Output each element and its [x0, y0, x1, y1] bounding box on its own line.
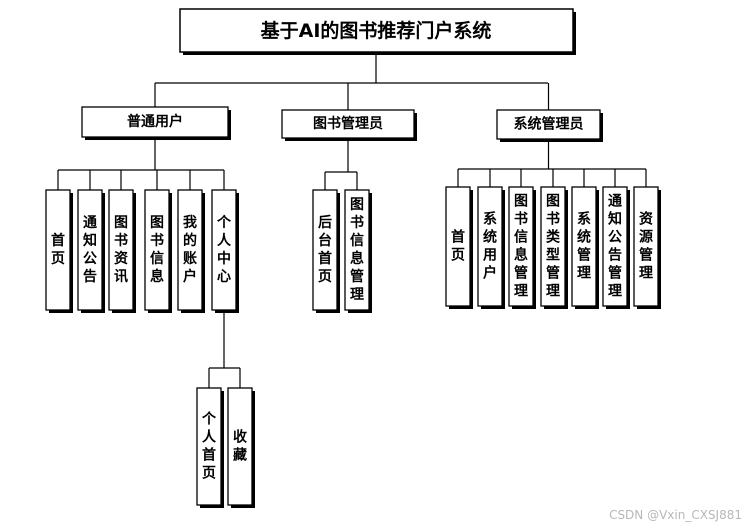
module-label-2-6: 资源管理	[639, 211, 653, 282]
module-box-2-4: 系统管理	[571, 186, 599, 309]
module-box-1-0: 后台首页	[312, 189, 340, 313]
module-box-0-5: 个人中心	[211, 189, 239, 313]
module-label-1-0: 后台首页	[318, 214, 332, 285]
sub-module-box-1: 收藏	[227, 387, 255, 508]
diagram-title: 基于AI的图书推荐门户系统	[260, 19, 492, 42]
sub-module-label-0: 个人首页	[201, 411, 217, 482]
module-label-2-2: 图书信息管理	[514, 194, 528, 300]
module-label-0-1: 通知公告	[83, 215, 97, 285]
role-label-1: 图书管理员	[313, 115, 383, 132]
role-box-1: 图书管理员	[281, 109, 417, 141]
sub-module-box-0: 个人首页	[196, 387, 224, 508]
module-box-2-0: 首页	[445, 186, 473, 309]
module-label-0-2: 图书资讯	[114, 215, 128, 285]
module-box-0-3: 图书信息	[144, 189, 172, 313]
module-label-2-1: 系统用户	[483, 211, 497, 282]
module-label-1-1: 图书信息管理	[350, 197, 364, 303]
module-box-2-3: 图书类型管理	[540, 186, 568, 309]
module-label-2-3: 图书类型管理	[546, 194, 561, 300]
module-box-0-1: 通知公告	[77, 189, 105, 313]
module-label-0-5: 个人中心	[216, 214, 232, 285]
sub-module-label-1: 收藏	[233, 429, 248, 464]
role-box-0: 普通用户	[81, 106, 231, 140]
module-label-0-3: 图书信息	[150, 215, 164, 285]
role-label-2: 系统管理员	[514, 116, 584, 133]
module-box-1-1: 图书信息管理	[344, 189, 372, 313]
module-box-2-5: 通知公告管理	[602, 186, 630, 309]
module-label-2-4: 系统管理	[577, 211, 591, 282]
module-box-2-1: 系统用户	[477, 186, 505, 309]
module-box-0-4: 我的账户	[177, 189, 205, 313]
watermark: CSDN @Vxin_CXSJ881	[609, 508, 742, 522]
module-box-2-2: 图书信息管理	[508, 186, 536, 309]
module-box-0-2: 图书资讯	[108, 189, 136, 313]
role-box-2: 系统管理员	[496, 109, 603, 142]
module-label-0-0: 首页	[51, 232, 65, 267]
role-label-0: 普通用户	[127, 113, 183, 130]
module-box-0-0: 首页	[45, 189, 73, 313]
module-box-2-6: 资源管理	[633, 186, 661, 309]
module-label-0-4: 我的账户	[183, 215, 197, 285]
diagram-title-box: 基于AI的图书推荐门户系统	[179, 8, 576, 55]
module-label-2-5: 通知公告管理	[608, 194, 622, 300]
module-label-2-0: 首页	[451, 229, 465, 264]
